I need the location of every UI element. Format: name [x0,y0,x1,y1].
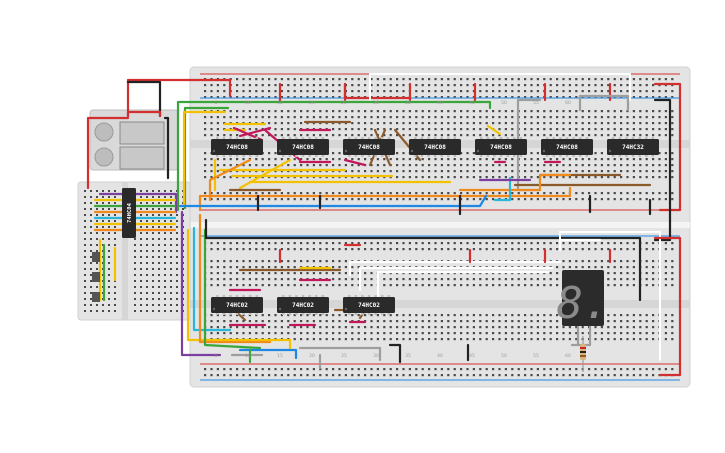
column-number-top: 55 [533,100,539,106]
chip-u8[interactable]: 74HC02 [211,295,263,315]
resistor [580,336,586,372]
chip-u5-label: 74HC08 [490,144,512,151]
column-number-top: 25 [341,100,347,106]
chip-u3-label: 74HC08 [358,144,380,151]
chip-u10-label: 74HC02 [358,302,380,309]
top-chip-row: 74HC08 74HC08 74HC08 74HC08 74HC08 74HC08 74HC… [211,137,659,157]
chip-u4[interactable]: 74HC08 [409,137,461,157]
chip-u1-label: 74HC08 [226,144,248,151]
chip-u4-label: 74HC08 [424,144,446,151]
column-number-bottom: 25 [341,353,347,359]
column-number-bottom: 55 [533,353,539,359]
side-switches [92,252,100,302]
chip-u6[interactable]: 74HC08 [541,137,593,157]
column-number-bottom: 45 [469,353,475,359]
column-number-top: 5 [215,100,218,106]
chip-74hc04[interactable]: 74HC04 [122,188,136,238]
chip-u10[interactable]: 74HC02 [343,295,395,315]
column-number-top: 60 [565,100,571,106]
seven-segment-display[interactable]: 8. [557,270,610,329]
column-number-bottom: 5 [215,353,218,359]
column-number-top: 20 [309,100,315,106]
column-number-bottom: 10 [245,353,251,359]
column-number-bottom: 35 [405,353,411,359]
chip-u2-label: 74HC08 [292,144,314,151]
seven-segment-digit: 8. [557,278,610,329]
column-number-top: 10 [245,100,251,106]
chip-74hc04-label: 74HC04 [127,202,133,223]
column-number-top: 45 [469,100,475,106]
column-number-bottom: 60 [565,353,571,359]
chip-u8-label: 74HC02 [226,302,248,309]
battery-black-lead [126,80,162,118]
chip-u6-label: 74HC08 [556,144,578,151]
column-number-top: 40 [437,100,443,106]
chip-u7[interactable]: 74HC32 [607,137,659,157]
column-number-top: 15 [277,100,283,106]
chip-u7-label: 74HC32 [622,144,644,151]
jumper-wires [86,73,682,377]
column-number-bottom: 15 [277,353,283,359]
column-number-top: 35 [405,100,411,106]
column-number-top: 50 [501,100,507,106]
chip-u5[interactable]: 74HC08 [475,137,527,157]
column-number-bottom: 20 [309,353,315,359]
column-number-bottom: 40 [437,353,443,359]
chip-u2[interactable]: 74HC08 [277,137,329,157]
bottom-chip-row: 74HC02 74HC02 74HC02 [211,295,395,315]
column-number-bottom: 50 [501,353,507,359]
chip-u9[interactable]: 74HC02 [277,295,329,315]
column-number-top: 30 [373,100,379,106]
battery-holder [89,109,179,171]
chip-u1[interactable]: 74HC08 [211,137,263,157]
chip-u3[interactable]: 74HC08 [343,137,395,157]
chip-u9-label: 74HC02 [292,302,314,309]
column-number-bottom: 30 [373,353,379,359]
column-numbers: 5 10 15 20 25 30 35 40 45 50 55 60 5 10 15 20 25 30 35 40 45… [215,100,571,359]
battery-red-lead [126,78,232,118]
